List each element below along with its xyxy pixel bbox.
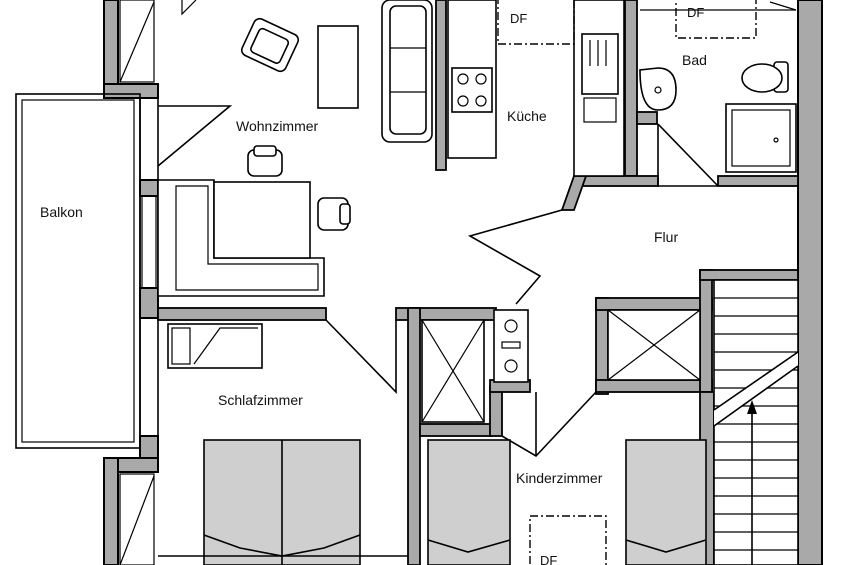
skylight-bath: [675, 0, 757, 39]
dishwasher-icon: [583, 97, 617, 123]
wall-kitchen-bottom: [573, 175, 659, 187]
shower-inner: [731, 109, 791, 167]
balcony-outline: [15, 93, 141, 449]
label-df-bath: DF: [687, 5, 704, 20]
stove-burner-icon: [475, 95, 487, 107]
window-swing: [119, 475, 155, 565]
skylight-kids: [529, 515, 607, 565]
bathtub-corner: [769, 1, 797, 11]
door-swing-bedroom: [325, 319, 397, 394]
label-schlafzimmer: Schlafzimmer: [218, 392, 303, 408]
kitchen-furniture: [447, 0, 625, 177]
wall-bath-stub: [636, 111, 658, 125]
walls: [103, 0, 823, 565]
label-kinderzimmer: Kinderzimmer: [516, 470, 603, 486]
wall-left-top-return: [103, 83, 159, 99]
balcony: [15, 93, 141, 449]
label-df-kitchen: DF: [510, 11, 527, 26]
single-bed-icon: [625, 439, 707, 565]
window-swing: [119, 1, 155, 83]
kids-room-furniture: [427, 309, 707, 565]
wall-kitchen-corner: [560, 175, 588, 211]
chair-icon: [317, 197, 351, 231]
stair-cut-line: [713, 351, 799, 411]
door-swing: [181, 0, 197, 16]
door-swing-bath-arc: [657, 123, 719, 187]
wall-kids-closet-bottom: [595, 379, 713, 393]
window-living-top: [119, 0, 155, 83]
staircase-outline: [713, 279, 799, 565]
stair-cut-line: [713, 365, 799, 427]
room-labels: Wohnzimmer Küche Bad Balkon Flur Schlafz…: [40, 5, 707, 565]
wall-kids-left: [489, 385, 503, 437]
label-flur: Flur: [654, 229, 678, 245]
skylight-kitchen: [497, 0, 575, 45]
chair-icon: [247, 145, 283, 177]
windows: [119, 0, 157, 565]
sink-icon: [581, 33, 619, 95]
stove-icon: [451, 67, 493, 113]
washing-machine-icon: [493, 309, 529, 383]
bathroom-furniture: [639, 0, 797, 187]
living-room-furniture: [157, 0, 433, 394]
door-swing-kids: [501, 391, 597, 458]
armchair-icon: [240, 17, 300, 73]
shower-tray: [725, 103, 797, 173]
label-wohnzimmer: Wohnzimmer: [236, 118, 319, 134]
balcony-inner: [21, 99, 135, 443]
dresser: [167, 323, 263, 369]
wall-living-bedroom: [157, 307, 327, 321]
arrow-up-icon: [747, 400, 757, 414]
staircase: [713, 279, 799, 565]
wall-stair-top: [699, 269, 799, 281]
wall-pillar: [139, 287, 159, 319]
wall-bedroom-kids: [407, 307, 421, 565]
wall-kitchen-bath: [624, 0, 638, 177]
corner-sofa: [157, 179, 325, 297]
balcony-door: [141, 195, 157, 289]
door-swing-bath: [657, 124, 718, 187]
label-balkon: Balkon: [40, 204, 83, 220]
wall-bath-bottom: [717, 175, 799, 187]
double-bed-icon: [203, 439, 361, 565]
hall: [467, 209, 563, 383]
stove-burner-icon: [457, 95, 469, 107]
label-kueche: Küche: [507, 108, 547, 124]
corner-sofa-seat: [175, 185, 319, 291]
bedroom-furniture: [158, 319, 485, 565]
door-swing-kitchen: [467, 209, 563, 305]
single-bed-icon: [427, 439, 511, 565]
stove-burner-icon: [475, 73, 487, 85]
outer-wall-left-bottom: [103, 457, 119, 565]
wall-kids-top-right: [595, 297, 713, 311]
stove-burner-icon: [457, 73, 469, 85]
door-swing-living: [157, 105, 233, 167]
wall-stair-left: [699, 269, 713, 393]
wall-wardrobe-bottom: [419, 423, 493, 437]
toilet-icon: [741, 61, 789, 93]
wall-pillar: [139, 435, 159, 459]
window-bedroom: [119, 473, 155, 565]
sofa-icon: [381, 0, 433, 143]
outer-wall-right: [797, 0, 823, 565]
side-table: [317, 25, 359, 109]
washbasin-icon: [639, 67, 677, 111]
label-df-kids: DF: [540, 553, 557, 565]
wall-living-kitchen: [435, 0, 447, 171]
shower-drain: [773, 137, 779, 143]
wall-pillar: [139, 179, 159, 197]
label-bad: Bad: [682, 52, 707, 68]
dining-table: [213, 181, 311, 259]
